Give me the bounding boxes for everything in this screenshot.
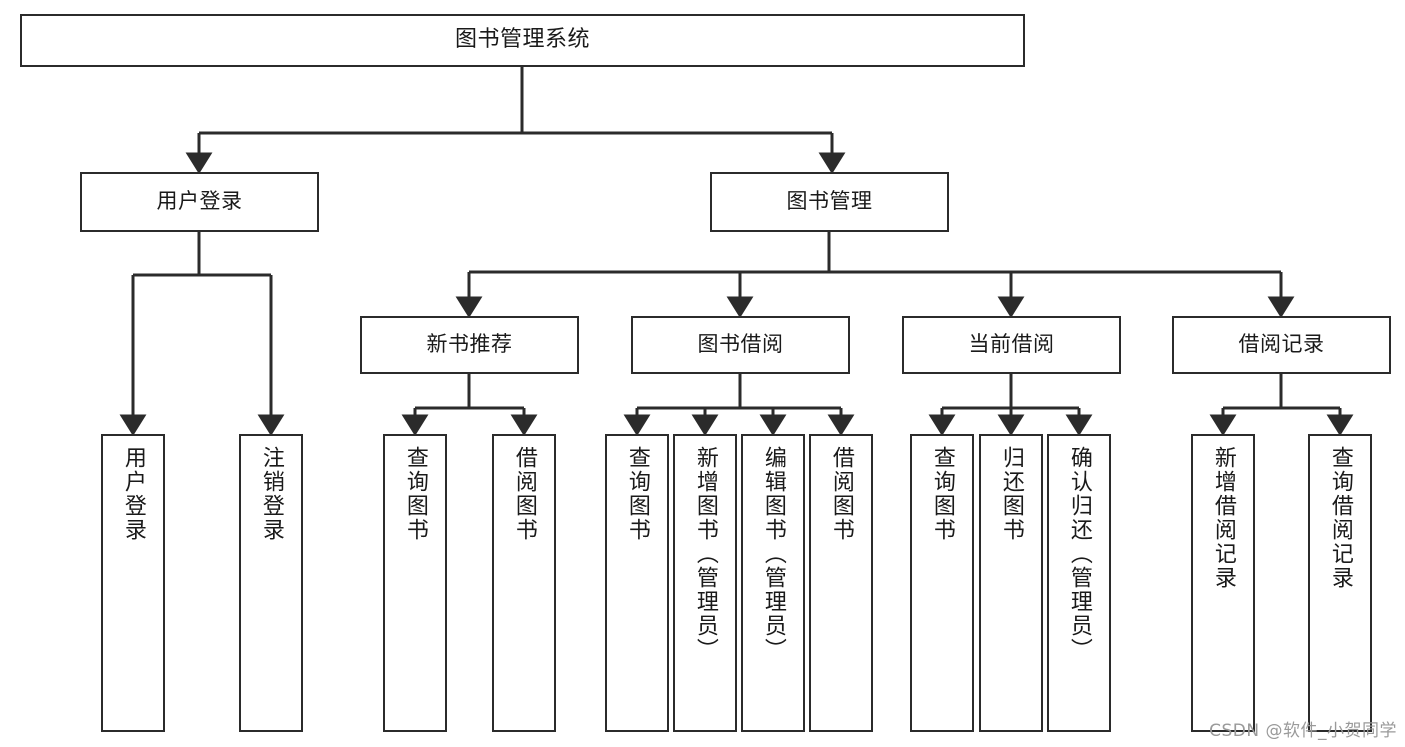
leaf-logout-label: 注销登录 (258, 446, 284, 542)
node-book-management[interactable]: 图书管理 (710, 172, 949, 232)
leaf-query-book-borrow[interactable]: 查询图书 (605, 434, 669, 732)
leaf-confirm-return-admin-label: 确认归还（管理员） (1066, 446, 1092, 662)
node-user-login[interactable]: 用户登录 (80, 172, 319, 232)
node-root-label: 图书管理系统 (454, 27, 590, 53)
node-root[interactable]: 图书管理系统 (20, 14, 1025, 67)
leaf-user-login[interactable]: 用户登录 (101, 434, 165, 732)
leaf-edit-book-admin[interactable]: 编辑图书（管理员） (741, 434, 805, 732)
leaf-query-book-current[interactable]: 查询图书 (910, 434, 974, 732)
watermark: CSDN @软件_小贺同学 (1209, 721, 1397, 741)
leaf-borrow-book[interactable]: 借阅图书 (809, 434, 873, 732)
leaf-return-book[interactable]: 归还图书 (979, 434, 1043, 732)
leaf-borrow-book-label: 借阅图书 (828, 446, 854, 542)
leaf-query-borrow-record-label: 查询借阅记录 (1327, 446, 1353, 590)
leaf-query-borrow-record[interactable]: 查询借阅记录 (1308, 434, 1372, 732)
node-book-borrow[interactable]: 图书借阅 (631, 316, 850, 374)
leaf-edit-book-admin-label: 编辑图书（管理员） (760, 446, 786, 662)
node-book-management-label: 图书管理 (786, 189, 873, 214)
leaf-query-book-current-label: 查询图书 (929, 446, 955, 542)
leaf-add-borrow-record-label: 新增借阅记录 (1210, 446, 1236, 590)
node-new-book-recommend[interactable]: 新书推荐 (360, 316, 579, 374)
leaf-add-book-admin[interactable]: 新增图书（管理员） (673, 434, 737, 732)
leaf-add-book-admin-label: 新增图书（管理员） (692, 446, 718, 662)
node-new-book-recommend-label: 新书推荐 (426, 332, 513, 357)
leaf-add-borrow-record[interactable]: 新增借阅记录 (1191, 434, 1255, 732)
node-borrow-records-label: 借阅记录 (1238, 332, 1325, 357)
node-user-login-label: 用户登录 (156, 189, 243, 214)
leaf-query-book-recommend[interactable]: 查询图书 (383, 434, 447, 732)
leaf-borrow-book-recommend-label: 借阅图书 (511, 446, 537, 542)
node-borrow-records[interactable]: 借阅记录 (1172, 316, 1391, 374)
leaf-query-book-borrow-label: 查询图书 (624, 446, 650, 542)
leaf-query-book-recommend-label: 查询图书 (402, 446, 428, 542)
leaf-confirm-return-admin[interactable]: 确认归还（管理员） (1047, 434, 1111, 732)
leaf-logout[interactable]: 注销登录 (239, 434, 303, 732)
node-current-borrow-label: 当前借阅 (968, 332, 1055, 357)
leaf-return-book-label: 归还图书 (998, 446, 1024, 542)
leaf-user-login-label: 用户登录 (120, 446, 146, 542)
node-book-borrow-label: 图书借阅 (697, 332, 784, 357)
leaf-borrow-book-recommend[interactable]: 借阅图书 (492, 434, 556, 732)
node-current-borrow[interactable]: 当前借阅 (902, 316, 1121, 374)
